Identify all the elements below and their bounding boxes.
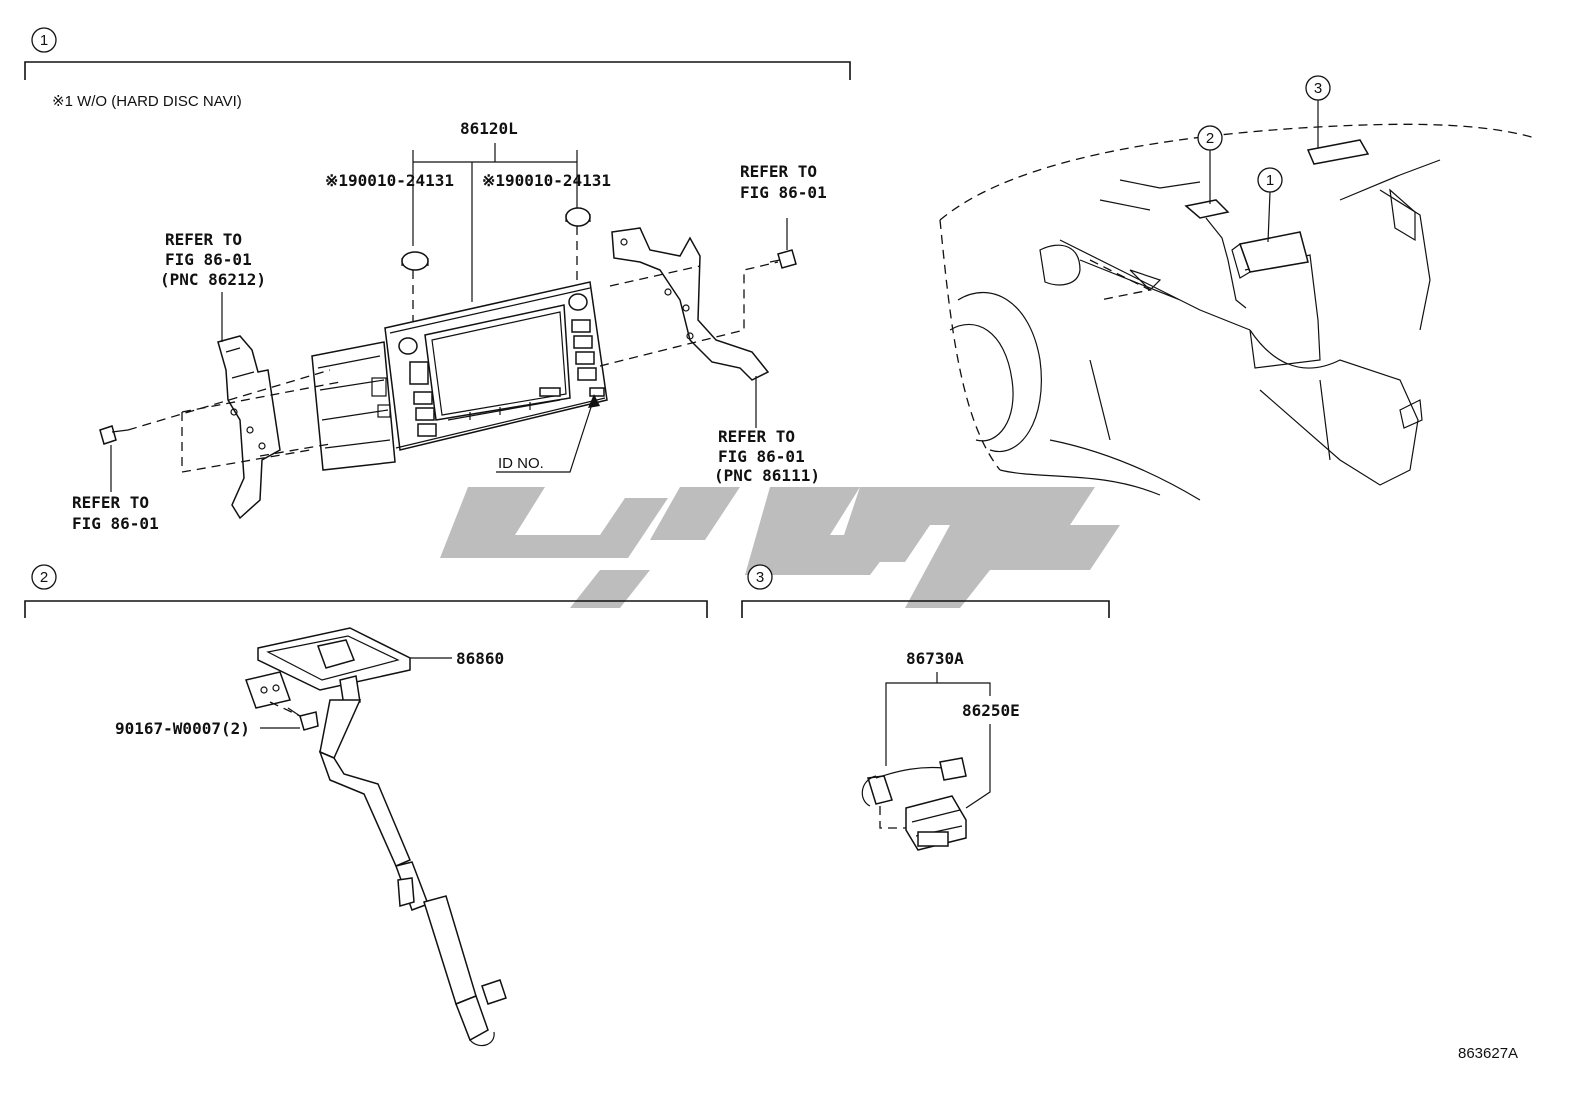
section-3: 3 86730A 86250E xyxy=(741,564,1110,851)
part-86860-label: 86860 xyxy=(456,649,504,668)
refer-right-bracket-line2: FIG 86-01 xyxy=(718,447,805,466)
section-3-number: 3 xyxy=(756,569,764,586)
vehicle-part-2-bracket xyxy=(1184,199,1247,309)
section-1-number: 1 xyxy=(40,32,48,49)
id-no-leader xyxy=(496,397,595,473)
section-2: 2 86860 90167-W000 xyxy=(24,564,708,1047)
refer-left-bracket-line1: REFER TO xyxy=(165,230,242,249)
part-86730A-harness xyxy=(861,757,967,829)
right-screw-icon xyxy=(769,249,797,269)
watermark-logo xyxy=(440,487,1120,608)
part-86730A-label: 86730A xyxy=(906,649,964,668)
part-90167-label: 90167-W0007(2) xyxy=(115,719,250,738)
refer-right-screw-line1: REFER TO xyxy=(740,162,817,181)
vehicle-dashboard-view: 2 1 3 xyxy=(939,75,1536,501)
section-3-badge xyxy=(747,564,773,590)
section-1: 1 ※1 W/O (HARD DISC NAVI) 86120L ※190010… xyxy=(24,27,851,533)
screw-90167-icon xyxy=(269,701,319,731)
section-2-badge xyxy=(31,564,57,590)
figure-id: 863627A xyxy=(1458,1045,1518,1062)
part-86250E-leader xyxy=(965,724,991,809)
left-screw-icon xyxy=(99,425,129,445)
vehicle-part-1-unit xyxy=(1231,231,1309,279)
id-no-label: ID NO. xyxy=(498,455,544,472)
section-2-bracket xyxy=(24,600,708,618)
part-90010-left-label: ※190010-24131 xyxy=(325,171,454,190)
refer-left-screw-line1: REFER TO xyxy=(72,493,149,512)
section-1-badge xyxy=(31,27,57,53)
part-86730A-leader xyxy=(885,672,991,766)
refer-right-bracket-line1: REFER TO xyxy=(718,427,795,446)
part-86120L-leader xyxy=(412,143,578,302)
part-86250E-module xyxy=(905,795,967,851)
section-3-bracket xyxy=(741,600,1110,618)
id-no-arrow-icon xyxy=(588,394,600,408)
navigation-head-unit xyxy=(311,281,608,471)
hard-disc-note: ※1 W/O (HARD DISC NAVI) xyxy=(52,93,242,110)
refer-right-bracket-line3: (PNC 86111) xyxy=(714,466,820,485)
part-90010-right-label: ※190010-24131 xyxy=(482,171,611,190)
refer-left-bracket-line3: (PNC 86212) xyxy=(160,270,266,289)
section-1-bracket xyxy=(24,61,851,80)
section-2-number: 2 xyxy=(40,569,48,586)
left-bracket xyxy=(217,335,281,520)
knob-left xyxy=(401,251,429,271)
vehicle-callout-2-number: 2 xyxy=(1206,130,1214,147)
part-86120L-label: 86120L xyxy=(460,119,518,138)
refer-right-screw-line2: FIG 86-01 xyxy=(740,183,827,202)
part-86250E-label: 86250E xyxy=(962,701,1020,720)
refer-left-screw-line2: FIG 86-01 xyxy=(72,514,159,533)
right-bracket xyxy=(611,227,770,381)
knob-right xyxy=(565,207,591,227)
part-86860-bracket xyxy=(245,627,411,709)
vehicle-part-3-module xyxy=(1306,139,1370,165)
vehicle-callout-3-number: 3 xyxy=(1314,80,1322,97)
vehicle-callout-1-number: 1 xyxy=(1266,172,1274,189)
refer-left-bracket-line2: FIG 86-01 xyxy=(165,250,252,269)
part-86860-cable xyxy=(318,675,507,1047)
